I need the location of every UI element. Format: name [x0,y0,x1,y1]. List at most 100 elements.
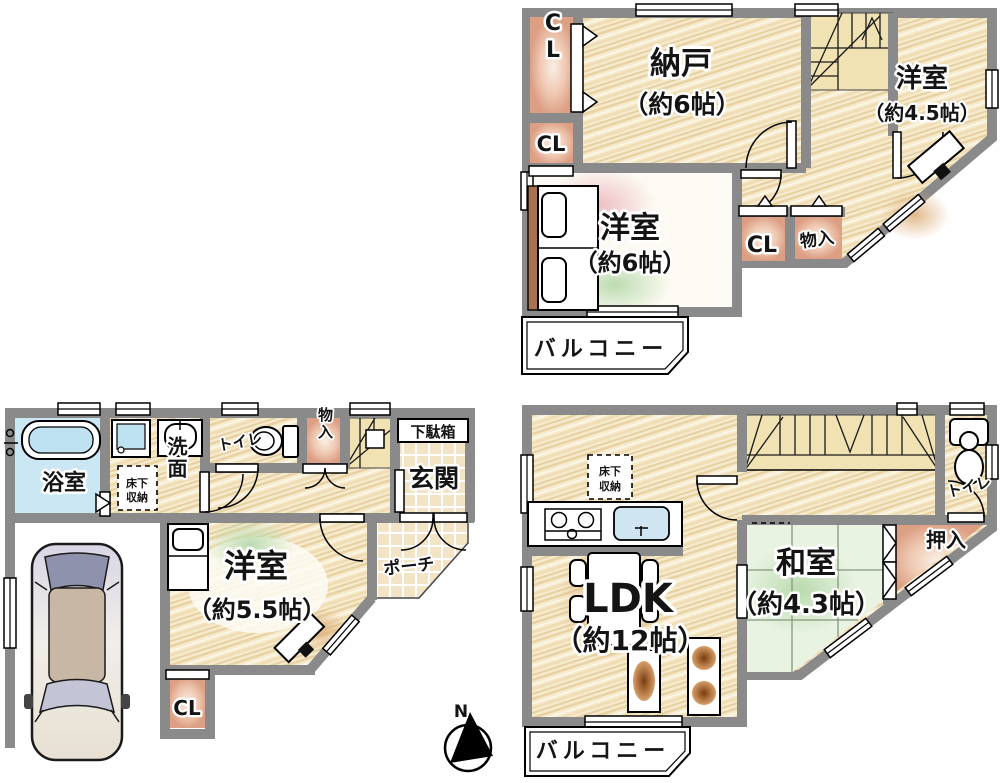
door-storage1-double [302,463,348,489]
door-closet1 [165,669,210,680]
door-closet-tall [570,23,599,114]
window-diagonal [904,555,954,597]
floor3-plan: CL CL 納戸 （約6帖） 洋室 （約4.5帖） 洋室 （約6帖） CL 物入… [520,3,999,375]
label-closet3: CL [747,233,777,258]
chair-icon [641,559,659,587]
window [57,402,101,416]
tv-board-icon [627,649,661,713]
room-oshiire-floor [888,523,986,598]
door-closet-small [528,165,574,177]
balcony-floor3 [521,316,689,375]
label-storeroom: 納戸 [650,46,712,82]
window [520,566,534,612]
car-icon [24,542,130,762]
window [896,402,918,416]
label-underfloor1-l1: 床下 [126,476,148,490]
staircase-floor2 [744,414,939,471]
chair-icon [641,595,659,623]
door-toilet2 [947,480,985,523]
label-closet-small: CL [537,132,566,156]
label-western6-size: （約6帖） [574,249,687,277]
balcony-floor2 [524,726,691,777]
sink-icon [157,419,203,457]
kitchen-wall [525,545,683,556]
window-diagonal [846,227,886,263]
kitchen-sink-icon [613,506,670,541]
label-western-small: 洋室 [896,63,948,94]
room-storage3 [793,216,842,259]
window-diagonal [823,617,873,659]
door-washroom [199,471,244,513]
toilet-icon [249,425,299,458]
floor1-plan: 浴室 床下 収納 洗面 トイレ 物入 下駄箱 玄関 洋室 （約5.5帖） ポーチ… [3,402,475,770]
door-oshiire-bifold [882,524,897,600]
decor-blob [880,190,950,240]
window-diagonal [882,193,926,233]
door-toilet1 [215,463,259,509]
compass-icon: N [443,701,493,773]
label-closet1: CL [173,696,201,720]
window [794,3,839,17]
chair-icon [569,559,587,587]
window [635,3,733,17]
underfloor-storage2 [587,454,633,500]
label-bath: 浴室 [42,470,86,496]
shoe-cabinet-box [397,418,469,443]
opening-entrance-hall [394,469,405,513]
toilet-icon-2f [949,418,989,485]
window [949,402,985,416]
decor-blob [742,545,858,635]
staircase-floor1 [344,417,396,469]
window [221,402,259,416]
window [985,69,999,109]
door-closet3-sliding [738,194,843,217]
label-western-small-size: （約4.5帖） [864,101,979,125]
label-ldk: LDK [583,576,675,622]
label-japanese: 和室 [776,546,836,581]
label-western55: 洋室 [224,547,288,585]
underfloor-storage1 [117,465,158,511]
washing-machine-icon [111,419,151,458]
label-entrance: 玄関 [409,464,459,493]
bathtub-icon [4,420,101,460]
dining-table-icon [569,552,659,646]
window [3,577,17,649]
room-closet-small [530,121,576,166]
room-storage1-floor [305,418,345,464]
desk-icon [906,129,966,185]
chair-icon [569,595,587,623]
door-ldk [696,475,738,521]
label-western6: 洋室 [600,211,660,246]
room-closet1-floor [168,677,207,728]
label-underfloor2-l2: 収納 [599,479,621,493]
decor-blob [205,517,295,573]
window [115,402,151,416]
door-storeroom [745,120,797,169]
window [520,454,534,514]
bed-icon [527,185,599,311]
label-oshiire: 押入 [926,528,966,552]
floor2-plan: 床下 収納 LDK （約12帖） 和室 （約4.3帖） 押入 トイレ バルコニー [520,402,999,777]
label-balcony3: バルコニー [534,337,669,362]
label-compass-north: N [454,702,468,722]
stove-icon [544,508,602,541]
label-underfloor1-l2: 収納 [126,490,148,504]
label-japanese-size: （約4.3帖） [731,589,881,620]
label-ldk-size: （約12帖） [555,624,706,657]
window-diagonal [321,614,361,656]
window [586,305,679,319]
staircase-floor3 [807,12,894,91]
label-balcony2: バルコニー [536,739,671,764]
window [985,444,999,480]
label-storeroom-size: （約6帖） [623,90,740,119]
label-storage1: 物入 [316,406,334,441]
bed-icon-small [167,523,209,591]
room-entrance-floor [394,439,469,517]
door-japanese-fusuma [736,564,748,619]
label-western55-size: （約5.5帖） [188,596,327,624]
door-entrance-double [399,512,468,551]
label-shoe-cabinet: 下駄箱 [410,423,455,441]
door-western55 [319,513,365,562]
